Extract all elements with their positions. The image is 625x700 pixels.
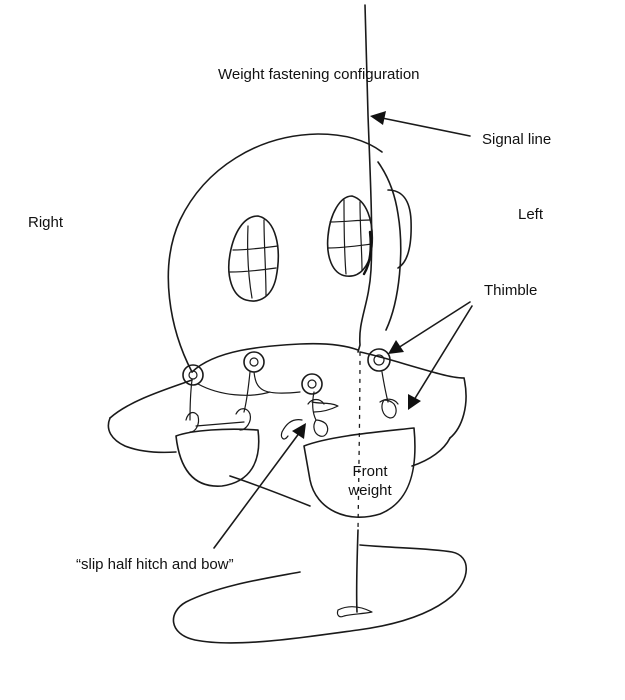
ankle-tie	[336, 606, 373, 618]
right-window	[326, 195, 374, 277]
lashing-rope	[197, 371, 301, 396]
hitch-arrow	[213, 431, 301, 549]
signal-line	[357, 4, 373, 353]
thimble-arrow-2	[413, 305, 473, 401]
thimble-label: Thimble	[484, 282, 538, 299]
left-window-grid	[229, 219, 279, 299]
front-weight	[280, 371, 416, 518]
signal-line-lower	[355, 529, 359, 613]
leg-outline	[172, 544, 467, 644]
breastplate-top	[191, 342, 465, 379]
thimble-arrow-1	[397, 301, 471, 349]
hitch-label: “slip half hitch and bow”	[76, 556, 234, 573]
left-window	[228, 215, 280, 302]
right-window-rim	[362, 230, 372, 276]
suit-lower	[229, 437, 451, 507]
signal-line-dashed	[357, 351, 361, 531]
signal-line-label: Signal line	[482, 131, 552, 148]
signal-line-arrow	[381, 117, 471, 137]
right-window-grid	[327, 199, 373, 275]
eyelet-2	[243, 351, 265, 373]
left-label: Left	[518, 206, 544, 223]
helmet-dome	[167, 133, 402, 373]
diagram-title: Weight fastening configuration	[218, 66, 420, 83]
side-weight	[175, 371, 260, 487]
eyelet-3	[301, 373, 323, 395]
helmet-side-lobe	[387, 189, 412, 269]
front-weight-label: Front weight	[348, 463, 392, 499]
right-label: Right	[28, 214, 64, 231]
suit-left	[107, 417, 177, 454]
eyelet-1	[182, 364, 204, 386]
breastplate-outer	[109, 377, 467, 439]
eyelet-4-thimble	[367, 348, 391, 372]
